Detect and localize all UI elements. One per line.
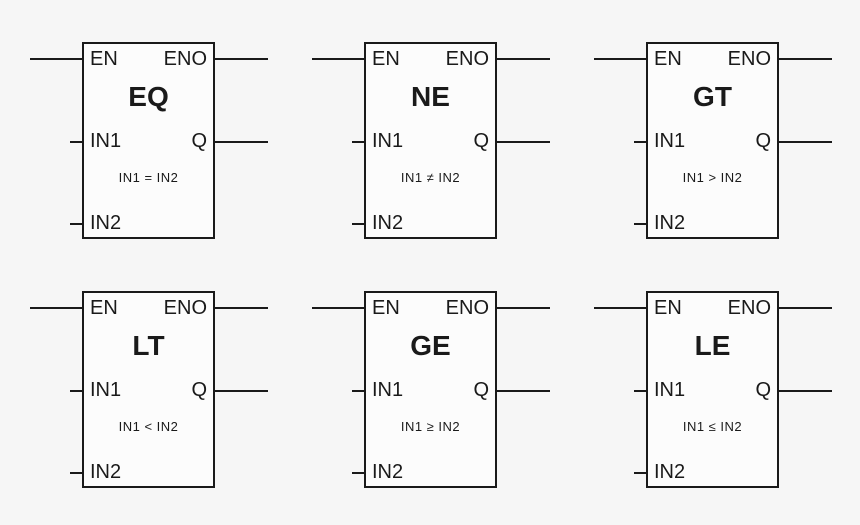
block-name: LT: [132, 330, 165, 361]
q-output-wire: [779, 141, 832, 143]
q-port-label: Q: [473, 379, 489, 401]
block-body: EN ENO GT IN1 Q IN1 > IN2 IN2: [646, 42, 779, 239]
block-body: EN ENO NE IN1 Q IN1 ≠ IN2 IN2: [364, 42, 497, 239]
eno-port-label: ENO: [445, 48, 489, 70]
in1-port-label: IN1: [90, 379, 122, 401]
in2-port-label: IN2: [90, 461, 122, 483]
eno-output-wire: [779, 58, 832, 60]
en-input-wire: [312, 58, 364, 60]
in1-input-stub: [70, 141, 82, 143]
in2-input-stub: [70, 472, 82, 474]
q-output-wire: [497, 141, 550, 143]
q-port-label: Q: [755, 130, 771, 152]
in1-port-label: IN1: [654, 130, 686, 152]
eno-port-label: ENO: [727, 297, 771, 319]
comparison-expression: IN1 ≥ IN2: [400, 419, 461, 434]
block-body: EN ENO LT IN1 Q IN1 < IN2 IN2: [82, 291, 215, 488]
q-output-wire: [497, 390, 550, 392]
eno-output-wire: [779, 307, 832, 309]
function-block-lt: EN ENO LT IN1 Q IN1 < IN2 IN2: [30, 291, 268, 488]
en-port-label: EN: [654, 48, 682, 70]
function-block-ne: EN ENO NE IN1 Q IN1 ≠ IN2 IN2: [312, 42, 550, 239]
eno-port-label: ENO: [163, 48, 207, 70]
in1-input-stub: [352, 390, 364, 392]
eno-port-label: ENO: [445, 297, 489, 319]
block-name: EQ: [128, 81, 169, 112]
en-input-wire: [594, 307, 646, 309]
function-block-eq: EN ENO EQ IN1 Q IN1 = IN2 IN2: [30, 42, 268, 239]
block-name: NE: [411, 81, 450, 112]
q-port-label: Q: [191, 130, 207, 152]
en-input-wire: [594, 58, 646, 60]
q-output-wire: [779, 390, 832, 392]
in2-input-stub: [352, 223, 364, 225]
in2-port-label: IN2: [372, 212, 404, 234]
en-input-wire: [312, 307, 364, 309]
comparison-expression: IN1 ≠ IN2: [400, 170, 461, 185]
q-output-wire: [215, 390, 268, 392]
in1-input-stub: [634, 141, 646, 143]
en-port-label: EN: [90, 48, 118, 70]
in2-input-stub: [634, 223, 646, 225]
in1-port-label: IN1: [90, 130, 122, 152]
en-input-wire: [30, 307, 82, 309]
in2-port-label: IN2: [90, 212, 122, 234]
eno-output-wire: [497, 58, 550, 60]
in1-input-stub: [352, 141, 364, 143]
in2-input-stub: [634, 472, 646, 474]
in1-port-label: IN1: [372, 379, 404, 401]
in2-input-stub: [70, 223, 82, 225]
q-port-label: Q: [473, 130, 489, 152]
eno-output-wire: [215, 58, 268, 60]
block-body: EN ENO GE IN1 Q IN1 ≥ IN2 IN2: [364, 291, 497, 488]
en-input-wire: [30, 58, 82, 60]
eno-output-wire: [497, 307, 550, 309]
en-port-label: EN: [372, 297, 400, 319]
eno-port-label: ENO: [727, 48, 771, 70]
comparison-expression: IN1 < IN2: [118, 419, 179, 434]
eno-port-label: ENO: [163, 297, 207, 319]
comparison-expression: IN1 > IN2: [682, 170, 743, 185]
in1-input-stub: [634, 390, 646, 392]
function-block-le: EN ENO LE IN1 Q IN1 ≤ IN2 IN2: [594, 291, 832, 488]
in2-input-stub: [352, 472, 364, 474]
block-name: LE: [694, 330, 731, 361]
block-body: EN ENO EQ IN1 Q IN1 = IN2 IN2: [82, 42, 215, 239]
block-name: GT: [693, 81, 732, 112]
in1-port-label: IN1: [654, 379, 686, 401]
q-output-wire: [215, 141, 268, 143]
en-port-label: EN: [372, 48, 400, 70]
function-block-gt: EN ENO GT IN1 Q IN1 > IN2 IN2: [594, 42, 832, 239]
function-block-ge: EN ENO GE IN1 Q IN1 ≥ IN2 IN2: [312, 291, 550, 488]
in2-port-label: IN2: [654, 461, 686, 483]
in2-port-label: IN2: [654, 212, 686, 234]
block-body: EN ENO LE IN1 Q IN1 ≤ IN2 IN2: [646, 291, 779, 488]
in1-input-stub: [70, 390, 82, 392]
in1-port-label: IN1: [372, 130, 404, 152]
eno-output-wire: [215, 307, 268, 309]
q-port-label: Q: [191, 379, 207, 401]
q-port-label: Q: [755, 379, 771, 401]
en-port-label: EN: [90, 297, 118, 319]
en-port-label: EN: [654, 297, 682, 319]
block-name: GE: [410, 330, 451, 361]
comparison-expression: IN1 ≤ IN2: [682, 419, 743, 434]
comparison-expression: IN1 = IN2: [118, 170, 179, 185]
in2-port-label: IN2: [372, 461, 404, 483]
